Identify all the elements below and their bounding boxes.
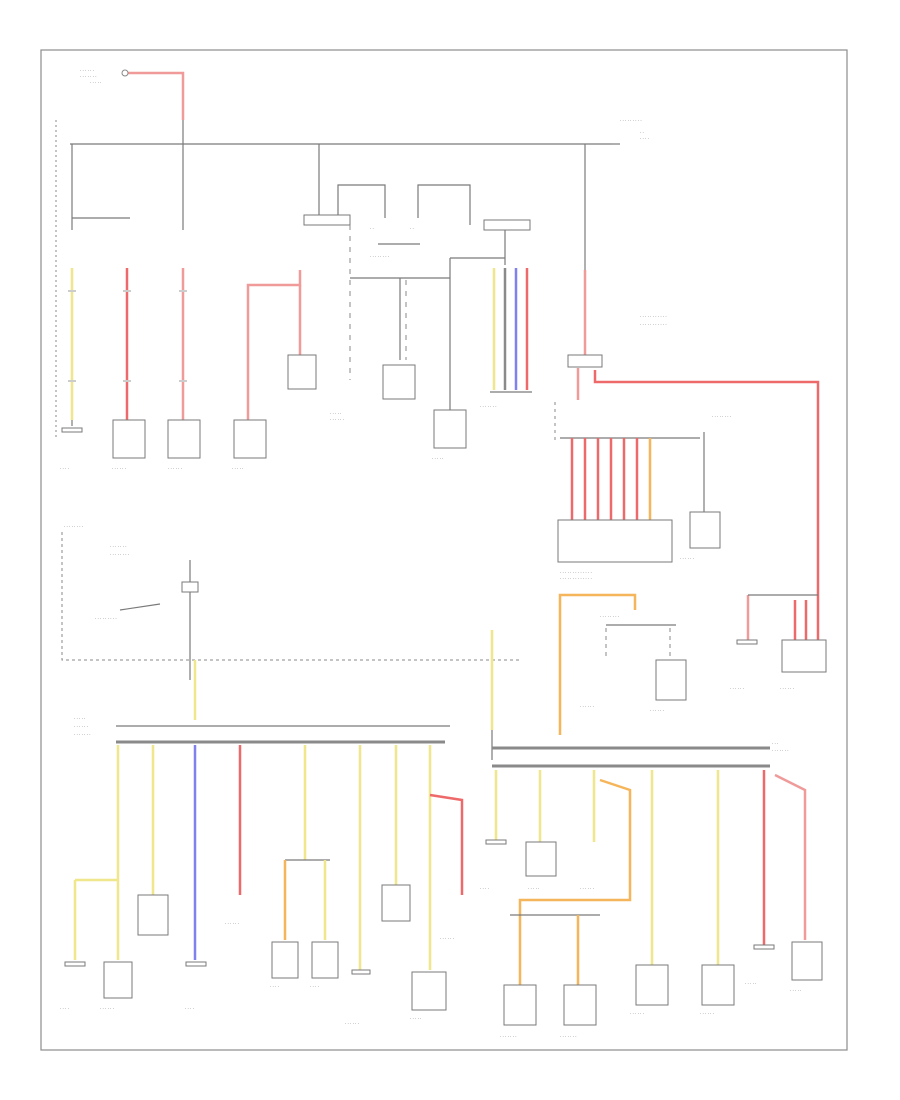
svg-text:· · · · · · · · · · ·: · · · · · · · · · · · xyxy=(640,322,667,327)
svg-text:· · · · · · · ·: · · · · · · · · xyxy=(600,614,619,619)
svg-text:· · · · · · · · · · · · ·: · · · · · · · · · · · · · xyxy=(560,570,592,575)
svg-text:· · · · · ·: · · · · · · xyxy=(650,708,664,713)
component-box-5 xyxy=(287,354,317,390)
svg-text:· · · · · ·: · · · · · · xyxy=(580,886,594,891)
svg-text:· · · · · · ·: · · · · · · · xyxy=(772,748,789,753)
svg-text:· · · · · ·: · · · · · · xyxy=(225,921,239,926)
component-box-1 xyxy=(61,427,83,433)
svg-text:· · · · · · ·: · · · · · · · xyxy=(560,1034,577,1039)
component-box-6 xyxy=(382,364,416,400)
seat-module-wires xyxy=(570,438,652,520)
component-box-20 xyxy=(701,964,735,1006)
svg-text:· · · · · ·: · · · · · · xyxy=(680,556,694,561)
svg-text:· · · · · · · ·: · · · · · · · · xyxy=(64,524,83,529)
svg-text:· ·: · · xyxy=(370,226,374,231)
svg-text:· · · · · ·: · · · · · · xyxy=(112,466,126,471)
svg-text:· · · · ·: · · · · · xyxy=(232,466,243,471)
smart-junction-dashed-box xyxy=(61,532,520,661)
svg-text:· · ·: · · · xyxy=(772,741,778,746)
svg-text:· · · · · ·: · · · · · · xyxy=(168,466,182,471)
component-box-19 xyxy=(635,964,669,1006)
svg-text:· · · · · ·: · · · · · · xyxy=(780,686,794,691)
battery-label: · · · · · · xyxy=(80,68,94,73)
component-box-8 xyxy=(689,511,721,549)
svg-text:· · · ·: · · · · xyxy=(60,466,69,471)
svg-text:· · · ·: · · · · xyxy=(185,1006,194,1011)
svg-text:· · · · · · · · ·: · · · · · · · · · xyxy=(620,118,642,123)
wire-red-ll-2 xyxy=(429,793,464,895)
svg-text:· · · · ·: · · · · · xyxy=(74,716,85,721)
svg-text:· · · · ·: · · · · · xyxy=(745,981,756,986)
relay-bar-right xyxy=(483,219,531,231)
svg-text:· · · · ·: · · · · · xyxy=(432,456,443,461)
svg-text:· · · · · ·: · · · · · · xyxy=(630,1011,644,1016)
svg-text:· ·: · · xyxy=(640,130,644,135)
component-box-10 xyxy=(781,639,827,673)
svg-text:· · · · · · · ·: · · · · · · · · xyxy=(110,552,129,557)
component-box-15 xyxy=(655,659,687,701)
wire-pink-4 xyxy=(246,270,302,420)
svg-text:· · · ·: · · · · xyxy=(640,136,649,141)
svg-text:· · · · · ·: · · · · · · xyxy=(730,686,744,691)
svg-text:· · · · ·: · · · · · xyxy=(528,886,539,891)
component-box-9 xyxy=(736,639,758,645)
svg-text:· · · · · ·: · · · · · · xyxy=(580,704,594,709)
svg-text:· · · · · ·: · · · · · · xyxy=(345,1021,359,1026)
svg-text:· · · · ·: · · · · · xyxy=(410,1016,421,1021)
component-box-18 xyxy=(563,984,597,1026)
svg-text:· · · · · · ·: · · · · · · · xyxy=(74,732,91,737)
svg-text:· · · ·: · · · · xyxy=(480,886,489,891)
seat-module-box xyxy=(557,519,673,563)
svg-text:· · · · · · · · ·: · · · · · · · · · xyxy=(95,616,117,621)
svg-text:· · · · · · · ·: · · · · · · · · xyxy=(712,414,731,419)
svg-text:· · · · · · · · · · ·: · · · · · · · · · · · xyxy=(640,314,667,319)
component-box-16 xyxy=(525,841,557,877)
svg-text:· · · · · · ·: · · · · · · · xyxy=(480,404,497,409)
svg-text:· · · · · ·: · · · · · · xyxy=(100,1006,114,1011)
component-box-2 xyxy=(112,419,146,459)
wire-red-long-right xyxy=(593,370,820,600)
svg-text:· · · · · · ·: · · · · · · · xyxy=(500,1034,517,1039)
diagram-labels: · · · · · · · · · · · · · · · · · · · · … xyxy=(60,404,801,1039)
svg-text:· · · · ·: · · · · · xyxy=(330,411,341,416)
diagram-frame xyxy=(40,49,848,1051)
component-box-7 xyxy=(433,409,467,449)
svg-text:· · · · ·: · · · · · xyxy=(790,988,801,993)
svg-text:· · · ·: · · · · xyxy=(270,984,279,989)
svg-text:· · · ·: · · · · xyxy=(310,984,319,989)
junction-fuse xyxy=(181,581,199,593)
svg-text:· · · · · ·: · · · · · · xyxy=(700,1011,714,1016)
svg-text:· · · · · ·: · · · · · · xyxy=(440,936,454,941)
component-box-4 xyxy=(233,419,267,459)
svg-text:· · · ·: · · · · xyxy=(60,1006,69,1011)
component-box-17 xyxy=(503,984,537,1026)
battery-connector xyxy=(121,69,129,77)
component-box-3 xyxy=(167,419,201,459)
svg-text:· · · · ·: · · · · · xyxy=(90,80,101,85)
component-box-14 xyxy=(411,971,447,1011)
relay-bar-left xyxy=(303,214,351,226)
svg-text:· · · · · · · · · · · · ·: · · · · · · · · · · · · · xyxy=(560,576,592,581)
svg-text:· · · · · · ·: · · · · · · · xyxy=(110,544,127,549)
component-box-13 xyxy=(381,884,411,922)
svg-text:· · · · · · · ·: · · · · · · · · xyxy=(370,254,389,259)
wire-orange-lr xyxy=(558,593,637,735)
svg-text:· ·: · · xyxy=(410,226,414,231)
svg-text:· · · · · ·: · · · · · · xyxy=(74,724,88,729)
component-box-21 xyxy=(791,941,823,981)
fuse-block-right xyxy=(567,354,603,368)
svg-text:· · · · · · ·: · · · · · · · xyxy=(80,74,97,79)
component-box-11 xyxy=(103,961,133,999)
svg-text:· · · · · ·: · · · · · · xyxy=(330,417,344,422)
battery-feed-wire xyxy=(125,71,185,120)
component-box-12 xyxy=(137,894,169,936)
